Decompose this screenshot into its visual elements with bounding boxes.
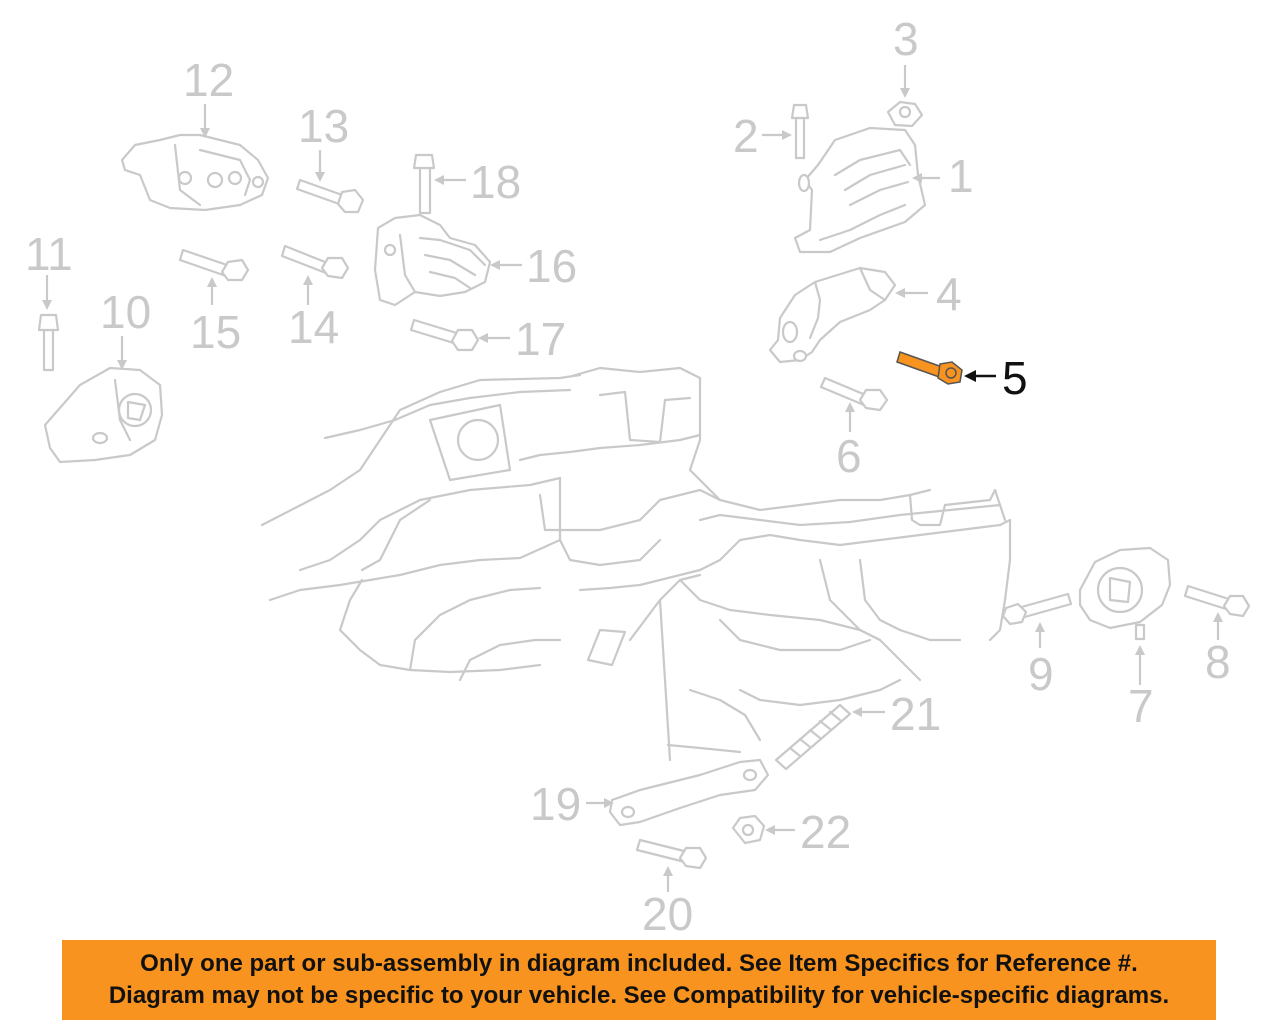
part-11-bolt [37,313,60,372]
callout-arrows [42,65,1223,892]
part-12-mount [120,133,270,212]
part-19-link [608,758,770,827]
part-15-bolt [178,248,250,282]
part-5-bolt-highlighted [896,351,963,385]
part-4-bracket [768,266,897,364]
part-20-bolt [635,838,708,870]
part-3-nut [886,100,924,128]
part-14-bolt [280,244,350,280]
part-21-stud [774,703,852,771]
disclaimer-line-1: Only one part or sub-assembly in diagram… [140,950,1138,977]
part-10-mount [43,366,164,464]
part-8-bolt [1183,584,1251,618]
part-1-engine-mount [793,126,927,254]
callout-14: 14 [288,301,339,353]
part-18-bolt [412,153,436,215]
disclaimer-banner: Only one part or sub-assembly in diagram… [62,940,1216,1020]
callout-9: 9 [1028,648,1054,700]
callout-18: 18 [470,156,521,208]
callout-13: 13 [298,100,349,152]
part-17-bolt [409,318,480,352]
callout-11: 11 [25,228,73,280]
callout-2: 2 [733,110,759,162]
parts-diagram: 1 2 3 4 5 6 7 8 9 10 11 12 13 14 15 16 1… [25,13,1251,935]
callout-22: 22 [800,806,851,858]
part-2-bolt [790,103,810,160]
callout-7: 7 [1128,680,1154,732]
callout-labels: 1 2 3 4 5 6 7 8 9 10 11 12 13 14 15 16 1… [25,13,1231,935]
part-16-mount [373,213,492,307]
part-7-mount [1078,546,1172,641]
callout-19: 19 [530,778,581,830]
callout-21: 21 [890,688,941,740]
callout-6: 6 [836,430,862,482]
part-6-bolt [819,376,889,412]
disclaimer-line-2: Diagram may not be specific to your vehi… [108,982,1170,1009]
callout-1: 1 [948,150,974,202]
part-9-bolt [1001,592,1073,626]
callout-5: 5 [1002,352,1028,404]
callout-4: 4 [936,268,962,320]
callout-8: 8 [1205,636,1231,688]
callout-17: 17 [515,313,566,365]
engine-cradle-frame [260,366,1012,762]
part-22-nut [731,814,766,845]
callout-20: 20 [642,888,693,935]
callout-3: 3 [893,13,919,65]
callout-16: 16 [526,240,577,292]
callout-15: 15 [190,306,241,358]
callout-10: 10 [100,286,151,338]
part-13-bolt [295,178,365,214]
callout-12: 12 [183,54,234,106]
